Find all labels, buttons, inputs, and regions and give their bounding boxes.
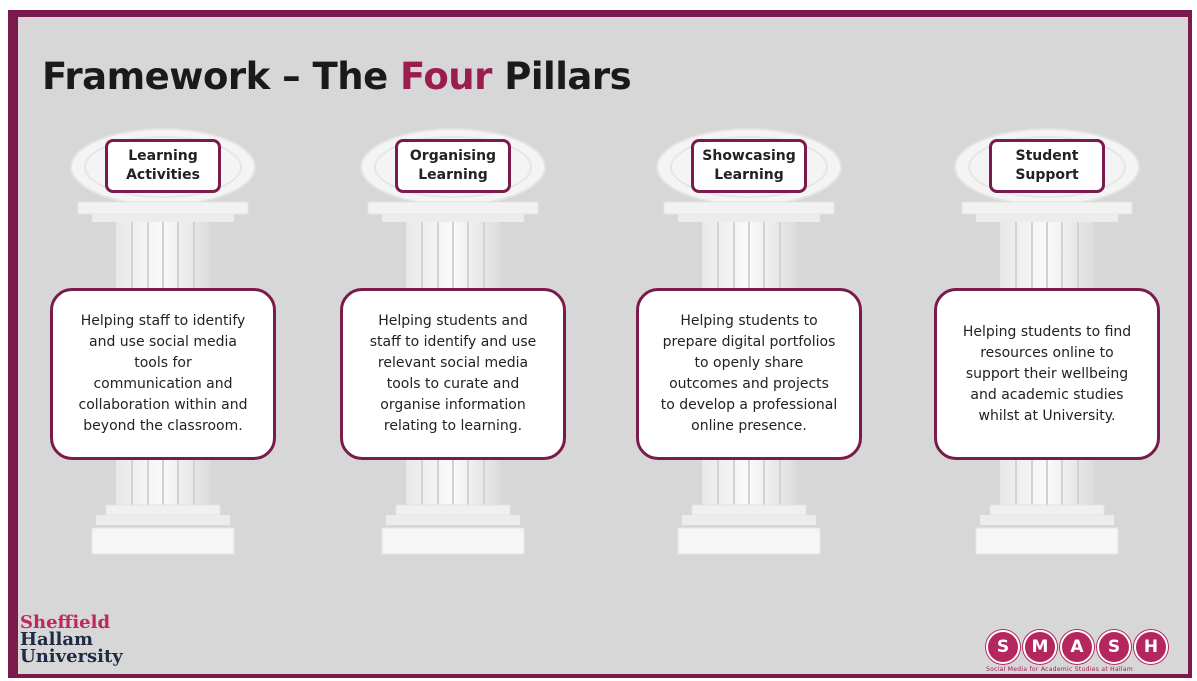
sheffield-hallam-logo: Sheffield Hallam University	[20, 612, 123, 667]
pillar-organising-learning: Organising Learning Helping students and…	[338, 120, 568, 560]
pillar-label: Organising Learning	[395, 139, 511, 193]
smash-letter: A	[1060, 630, 1094, 664]
smash-tagline: Social Media for Academic Studies at Hal…	[986, 666, 1134, 673]
pillar-description: Helping students to prepare digital port…	[636, 288, 862, 460]
pillar-label: Learning Activities	[105, 139, 221, 193]
logo-line: Sheffield	[20, 612, 111, 633]
smash-logo: S M A S H Social Media for Academic Stud…	[986, 630, 1168, 673]
title-post: Pillars	[491, 55, 632, 98]
title-pre: Framework – The	[42, 55, 401, 98]
pillar-learning-activities: Learning Activities Helping staff to ide…	[48, 120, 278, 560]
smash-letter: S	[986, 630, 1020, 664]
pillar-showcasing-learning: Showcasing Learning Helping students to …	[634, 120, 864, 560]
pillar-student-support: Student Support Helping students to find…	[932, 120, 1162, 560]
smash-letter: S	[1097, 630, 1131, 664]
title-accent: Four	[400, 55, 492, 98]
pillar-label: Showcasing Learning	[691, 139, 807, 193]
smash-letter: H	[1134, 630, 1168, 664]
pillar-description: Helping staff to identify and use social…	[50, 288, 276, 460]
smash-letter: M	[1023, 630, 1057, 664]
pillar-label: Student Support	[989, 139, 1105, 193]
pillar-description: Helping students and staff to identify a…	[340, 288, 566, 460]
logo-line: University	[20, 646, 123, 667]
page-title: Framework – The Four Pillars	[42, 55, 632, 98]
smash-letters: S M A S H	[986, 630, 1168, 664]
pillar-description: Helping students to find resources onlin…	[934, 288, 1160, 460]
logo-line: Hallam	[20, 629, 94, 650]
